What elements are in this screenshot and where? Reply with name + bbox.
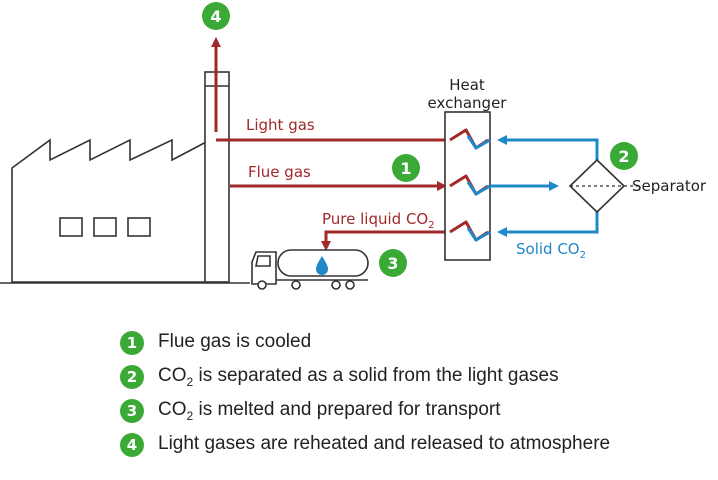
- droplet-icon: [316, 256, 328, 275]
- pure-liquid-label: Pure liquid CO2: [322, 210, 435, 231]
- legend-item: 2 CO2 is separated as a solid from the l…: [120, 360, 710, 394]
- badge-1: 1: [392, 154, 420, 182]
- heat-exchanger-label-line2: exchanger: [428, 94, 508, 112]
- heat-exchanger-label-line1: Heat: [449, 76, 485, 94]
- legend-badge: 4: [120, 433, 144, 457]
- flue-gas-label: Flue gas: [248, 163, 311, 181]
- legend-item: 4 Light gases are reheated and released …: [120, 428, 710, 462]
- solid-co2-label: Solid CO2: [516, 240, 586, 261]
- svg-text:2: 2: [618, 147, 629, 166]
- legend-text: CO2 is melted and prepared for transport: [158, 399, 501, 423]
- legend-text: Flue gas is cooled: [158, 331, 312, 353]
- factory-window-2: [93, 217, 117, 237]
- legend-badge: 2: [120, 365, 144, 389]
- legend-text: Light gases are reheated and released to…: [158, 433, 611, 455]
- legend-text: CO2 is separated as a solid from the lig…: [158, 365, 559, 389]
- badge-4: 4: [202, 2, 230, 30]
- badge-2: 2: [610, 142, 638, 170]
- svg-text:1: 1: [400, 159, 411, 178]
- badge-3: 3: [379, 249, 407, 277]
- factory-window-1: [59, 217, 83, 237]
- factory-building: [11, 138, 211, 283]
- separator-solid-return: [497, 212, 599, 237]
- separator: [568, 158, 640, 214]
- separator-light-return: [497, 135, 599, 160]
- light-gas-label: Light gas: [246, 116, 315, 134]
- legend-item: 3 CO2 is melted and prepared for transpo…: [120, 394, 710, 428]
- tanker-truck: [251, 249, 369, 290]
- pure-liquid-line: [321, 230, 450, 251]
- heat-exchanger-coils: [449, 128, 491, 242]
- legend-badge: 3: [120, 399, 144, 423]
- legend: 1 Flue gas is cooled 2 CO2 is separated …: [120, 326, 710, 462]
- legend-item: 1 Flue gas is cooled: [120, 326, 710, 360]
- svg-text:3: 3: [387, 254, 398, 273]
- svg-text:4: 4: [210, 7, 221, 26]
- legend-badge: 1: [120, 331, 144, 355]
- separator-label: Separator: [632, 177, 707, 195]
- factory-window-3: [127, 217, 151, 237]
